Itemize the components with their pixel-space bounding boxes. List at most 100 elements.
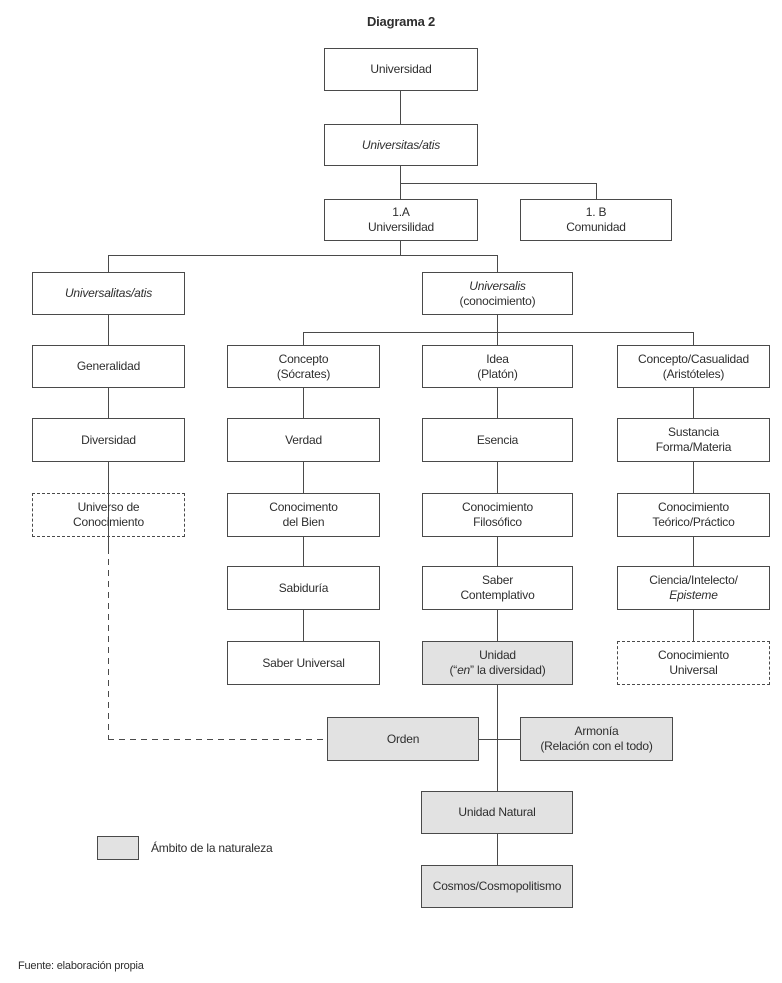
- edge-ciencia-conocuniversal: [693, 610, 694, 641]
- node-orden-label: Orden: [386, 731, 420, 746]
- node-conocimiento-universal-line1: Conocimiento: [658, 648, 729, 662]
- node-conocimiento-filosofico-line2: Filosófico: [473, 515, 522, 529]
- edge-contemplativo-unidad: [497, 610, 498, 641]
- node-sustancia-line1: Sustancia: [668, 425, 719, 439]
- edge-teorico-ciencia: [693, 537, 694, 566]
- source-note: Fuente: elaboración propia: [18, 960, 144, 972]
- node-1a-line2: Universilidad: [367, 220, 435, 234]
- node-verdad: Verdad: [227, 418, 380, 462]
- edge-filosofico-contemplativo: [497, 537, 498, 566]
- node-conocimiento-filosofico: Conocimiento Filosófico: [422, 493, 573, 537]
- node-conocimiento-filosofico-line1: Conocimiento: [462, 500, 533, 514]
- edge-split2-universalitas: [108, 255, 109, 272]
- edge-split2-universalis: [497, 255, 498, 272]
- node-conocimento-bien-line1: Conocimento: [269, 500, 338, 514]
- edge-conocimento-sabiduria: [303, 537, 304, 566]
- node-universidad-label: Universidad: [370, 62, 432, 76]
- node-universalis-line1: Universalis: [469, 278, 526, 293]
- edge-split3-socrates: [303, 332, 304, 345]
- node-unidad-natural: Unidad Natural: [421, 791, 573, 834]
- node-conocimiento-teorico-line2: Teórico/Práctico: [652, 515, 735, 529]
- legend-swatch: [97, 836, 139, 860]
- node-concepto-casualidad-line1: Concepto/Casualidad: [638, 351, 749, 366]
- node-universitas-atis: Universitas/atis: [324, 124, 478, 166]
- edge-unidad-unidadnatural: [497, 685, 498, 791]
- node-1b-line2: Comunidad: [566, 220, 626, 234]
- edge-idea-esencia: [497, 388, 498, 418]
- edge-sabiduria-saberuniversal: [303, 610, 304, 641]
- node-generalidad: Generalidad: [32, 345, 185, 388]
- legend-label: Ámbito de la naturaleza: [151, 841, 273, 855]
- node-diversidad: Diversidad: [32, 418, 185, 462]
- node-cosmos: Cosmos/Cosmopolitismo: [421, 865, 573, 908]
- edge-sustancia-teorico: [693, 462, 694, 493]
- node-concepto-socrates-line2: (Sócrates): [276, 366, 331, 381]
- edge-split-1a-1b: [400, 183, 596, 184]
- node-idea-platon-line1: Idea: [486, 351, 509, 366]
- node-universalitas-atis: Universalitas/atis: [32, 272, 185, 315]
- edge-split3-platon: [497, 332, 498, 345]
- node-universo-line1: Universo de: [77, 500, 140, 514]
- node-ciencia-intelecto-line2: Episteme: [669, 588, 718, 602]
- node-conocimiento-teorico: Conocimiento Teórico/Práctico: [617, 493, 770, 537]
- node-esencia-label: Esencia: [476, 432, 519, 447]
- edge-universitas-1a: [400, 166, 401, 199]
- edge-universidad-universitas: [400, 91, 401, 124]
- node-1a-universilidad: 1.A Universilidad: [324, 199, 478, 241]
- node-conocimiento-teorico-line1: Conocimiento: [658, 500, 729, 514]
- edge-unidadnatural-cosmos: [497, 834, 498, 865]
- edge-universalis-split3: [497, 315, 498, 332]
- node-concepto-casualidad: Concepto/Casualidad (Aristóteles): [617, 345, 770, 388]
- node-universalis-line2: (conocimiento): [459, 293, 536, 308]
- page-title: Diagrama 2: [366, 14, 436, 29]
- node-universitas-atis-label: Universitas/atis: [361, 137, 441, 152]
- node-unidad-natural-label: Unidad Natural: [458, 805, 536, 819]
- node-idea-platon: Idea (Platón): [422, 345, 573, 388]
- node-sabiduria: Sabiduría: [227, 566, 380, 610]
- node-conocimento-bien: Conocimento del Bien: [227, 493, 380, 537]
- node-saber-contemplativo-line1: Saber: [481, 573, 514, 587]
- edge-verdad-conocimento: [303, 462, 304, 493]
- node-1a-line1: 1.A: [392, 205, 410, 219]
- node-verdad-label: Verdad: [285, 432, 322, 447]
- edge-casualidad-sustancia: [693, 388, 694, 418]
- edge-universalitas-generalidad: [108, 315, 109, 345]
- node-unidad-line2-post: ” la diversidad): [470, 663, 546, 677]
- node-unidad-line2: (“en” la diversidad): [449, 663, 545, 678]
- edge-split2-bar: [108, 255, 497, 256]
- node-cosmos-label: Cosmos/Cosmopolitismo: [432, 879, 562, 893]
- edge-1a-split2: [400, 241, 401, 255]
- node-universo-line2: Conocimiento: [73, 515, 144, 529]
- node-sustancia-line2: Forma/Materia: [655, 440, 732, 454]
- node-diversidad-label: Diversidad: [81, 432, 136, 447]
- edge-split-1b-drop: [596, 183, 597, 199]
- edge-concepto-verdad: [303, 388, 304, 418]
- edge-diversidad-universo: [108, 462, 109, 548]
- edge-split3-aristoteles: [693, 332, 694, 345]
- node-sustancia: Sustancia Forma/Materia: [617, 418, 770, 462]
- node-esencia: Esencia: [422, 418, 573, 462]
- node-saber-universal: Saber Universal: [227, 641, 380, 685]
- node-unidad-line2-en: en: [457, 663, 471, 677]
- node-1b-comunidad: 1. B Comunidad: [520, 199, 672, 241]
- node-ciencia-intelecto: Ciencia/Intelecto/ Episteme: [617, 566, 770, 610]
- node-conocimiento-universal-line2: Universal: [669, 663, 718, 677]
- edge-generalidad-diversidad: [108, 388, 109, 418]
- node-universalitas-atis-label: Universalitas/atis: [64, 286, 153, 300]
- edge-universo-orden-vertical-dashed: [108, 548, 109, 739]
- node-conocimento-bien-line2: del Bien: [282, 515, 325, 529]
- node-1b-line1: 1. B: [585, 205, 607, 219]
- node-saber-contemplativo-line2: Contemplativo: [460, 588, 535, 602]
- node-unidad-line2-pre: (“: [449, 663, 458, 677]
- node-universalis: Universalis (conocimiento): [422, 272, 573, 315]
- node-unidad-line1: Unidad: [479, 648, 516, 662]
- node-ciencia-intelecto-line1: Ciencia/Intelecto/: [649, 573, 738, 587]
- node-concepto-socrates: Concepto (Sócrates): [227, 345, 380, 388]
- node-saber-contemplativo: Saber Contemplativo: [422, 566, 573, 610]
- node-saber-universal-label: Saber Universal: [262, 655, 345, 670]
- node-unidad: Unidad (“en” la diversidad): [422, 641, 573, 685]
- node-armonia-line2: (Relación con el todo): [540, 739, 653, 753]
- edge-esencia-filosofico: [497, 462, 498, 493]
- node-orden: Orden: [327, 717, 479, 761]
